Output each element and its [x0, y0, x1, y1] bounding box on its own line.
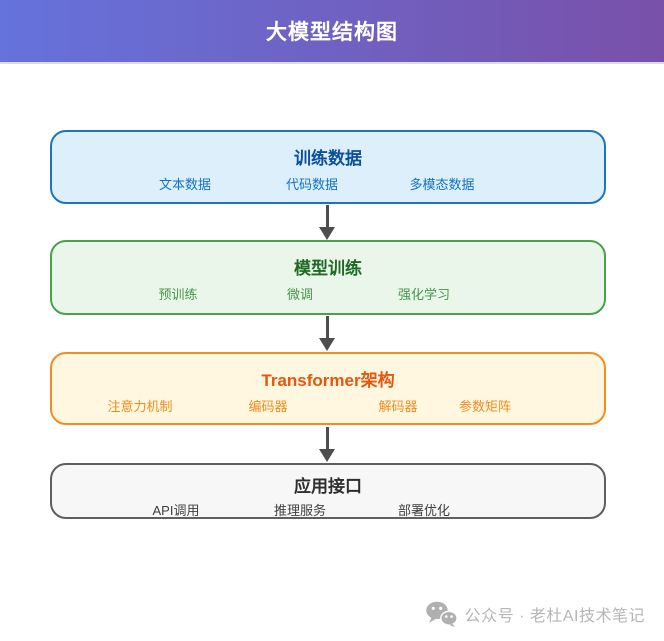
node-application-interface: 应用接口 API调用 推理服务 部署优化: [50, 463, 606, 519]
node-title: 应用接口: [294, 477, 362, 496]
node-item: 文本数据: [158, 177, 212, 192]
node-items: 注意力机制 编码器 解码器 参数矩阵: [52, 354, 604, 423]
node-item: 解码器: [378, 399, 418, 414]
node-item: API调用: [152, 503, 200, 518]
node-item: 微调: [286, 287, 314, 302]
node-title: 模型训练: [294, 259, 362, 278]
node-training-data: 训练数据 文本数据 代码数据 多模态数据: [50, 130, 606, 204]
arrow-stem: [325, 316, 329, 338]
arrow-stem: [325, 427, 329, 449]
node-item: 编码器: [248, 399, 288, 414]
flow-arrow-down-icon: [319, 427, 335, 462]
node-items: 文本数据 代码数据 多模态数据: [52, 132, 604, 202]
watermark: 公众号 · 老杜AI技术笔记: [425, 598, 645, 630]
node-model-training: 模型训练 预训练 微调 强化学习: [50, 240, 606, 315]
header-banner: 大模型结构图: [0, 0, 664, 64]
wechat-icon: [425, 601, 458, 627]
node-item: 多模态数据: [409, 177, 475, 192]
node-item: 推理服务: [273, 503, 327, 518]
arrow-stem: [325, 205, 329, 227]
node-item: 预训练: [158, 287, 198, 302]
node-items: API调用 推理服务 部署优化: [52, 465, 604, 518]
node-title: 训练数据: [294, 149, 362, 168]
node-items: 预训练 微调 强化学习: [52, 242, 604, 313]
flow-arrow-down-icon: [319, 316, 335, 351]
node-item: 注意力机制: [107, 399, 173, 414]
node-item: 部署优化: [397, 503, 451, 518]
node-item: 强化学习: [397, 287, 451, 302]
arrow-head: [319, 227, 335, 240]
page-title: 大模型结构图: [266, 21, 398, 44]
node-item: 参数矩阵: [458, 399, 512, 414]
arrow-head: [319, 449, 335, 462]
arrow-head: [319, 338, 335, 351]
flow-arrow-down-icon: [319, 205, 335, 240]
node-title: Transformer架构: [261, 371, 395, 390]
node-item: 代码数据: [285, 177, 339, 192]
node-transformer-architecture: Transformer架构 注意力机制 编码器 解码器 参数矩阵: [50, 352, 606, 425]
watermark-text: 公众号 · 老杜AI技术笔记: [464, 608, 645, 625]
